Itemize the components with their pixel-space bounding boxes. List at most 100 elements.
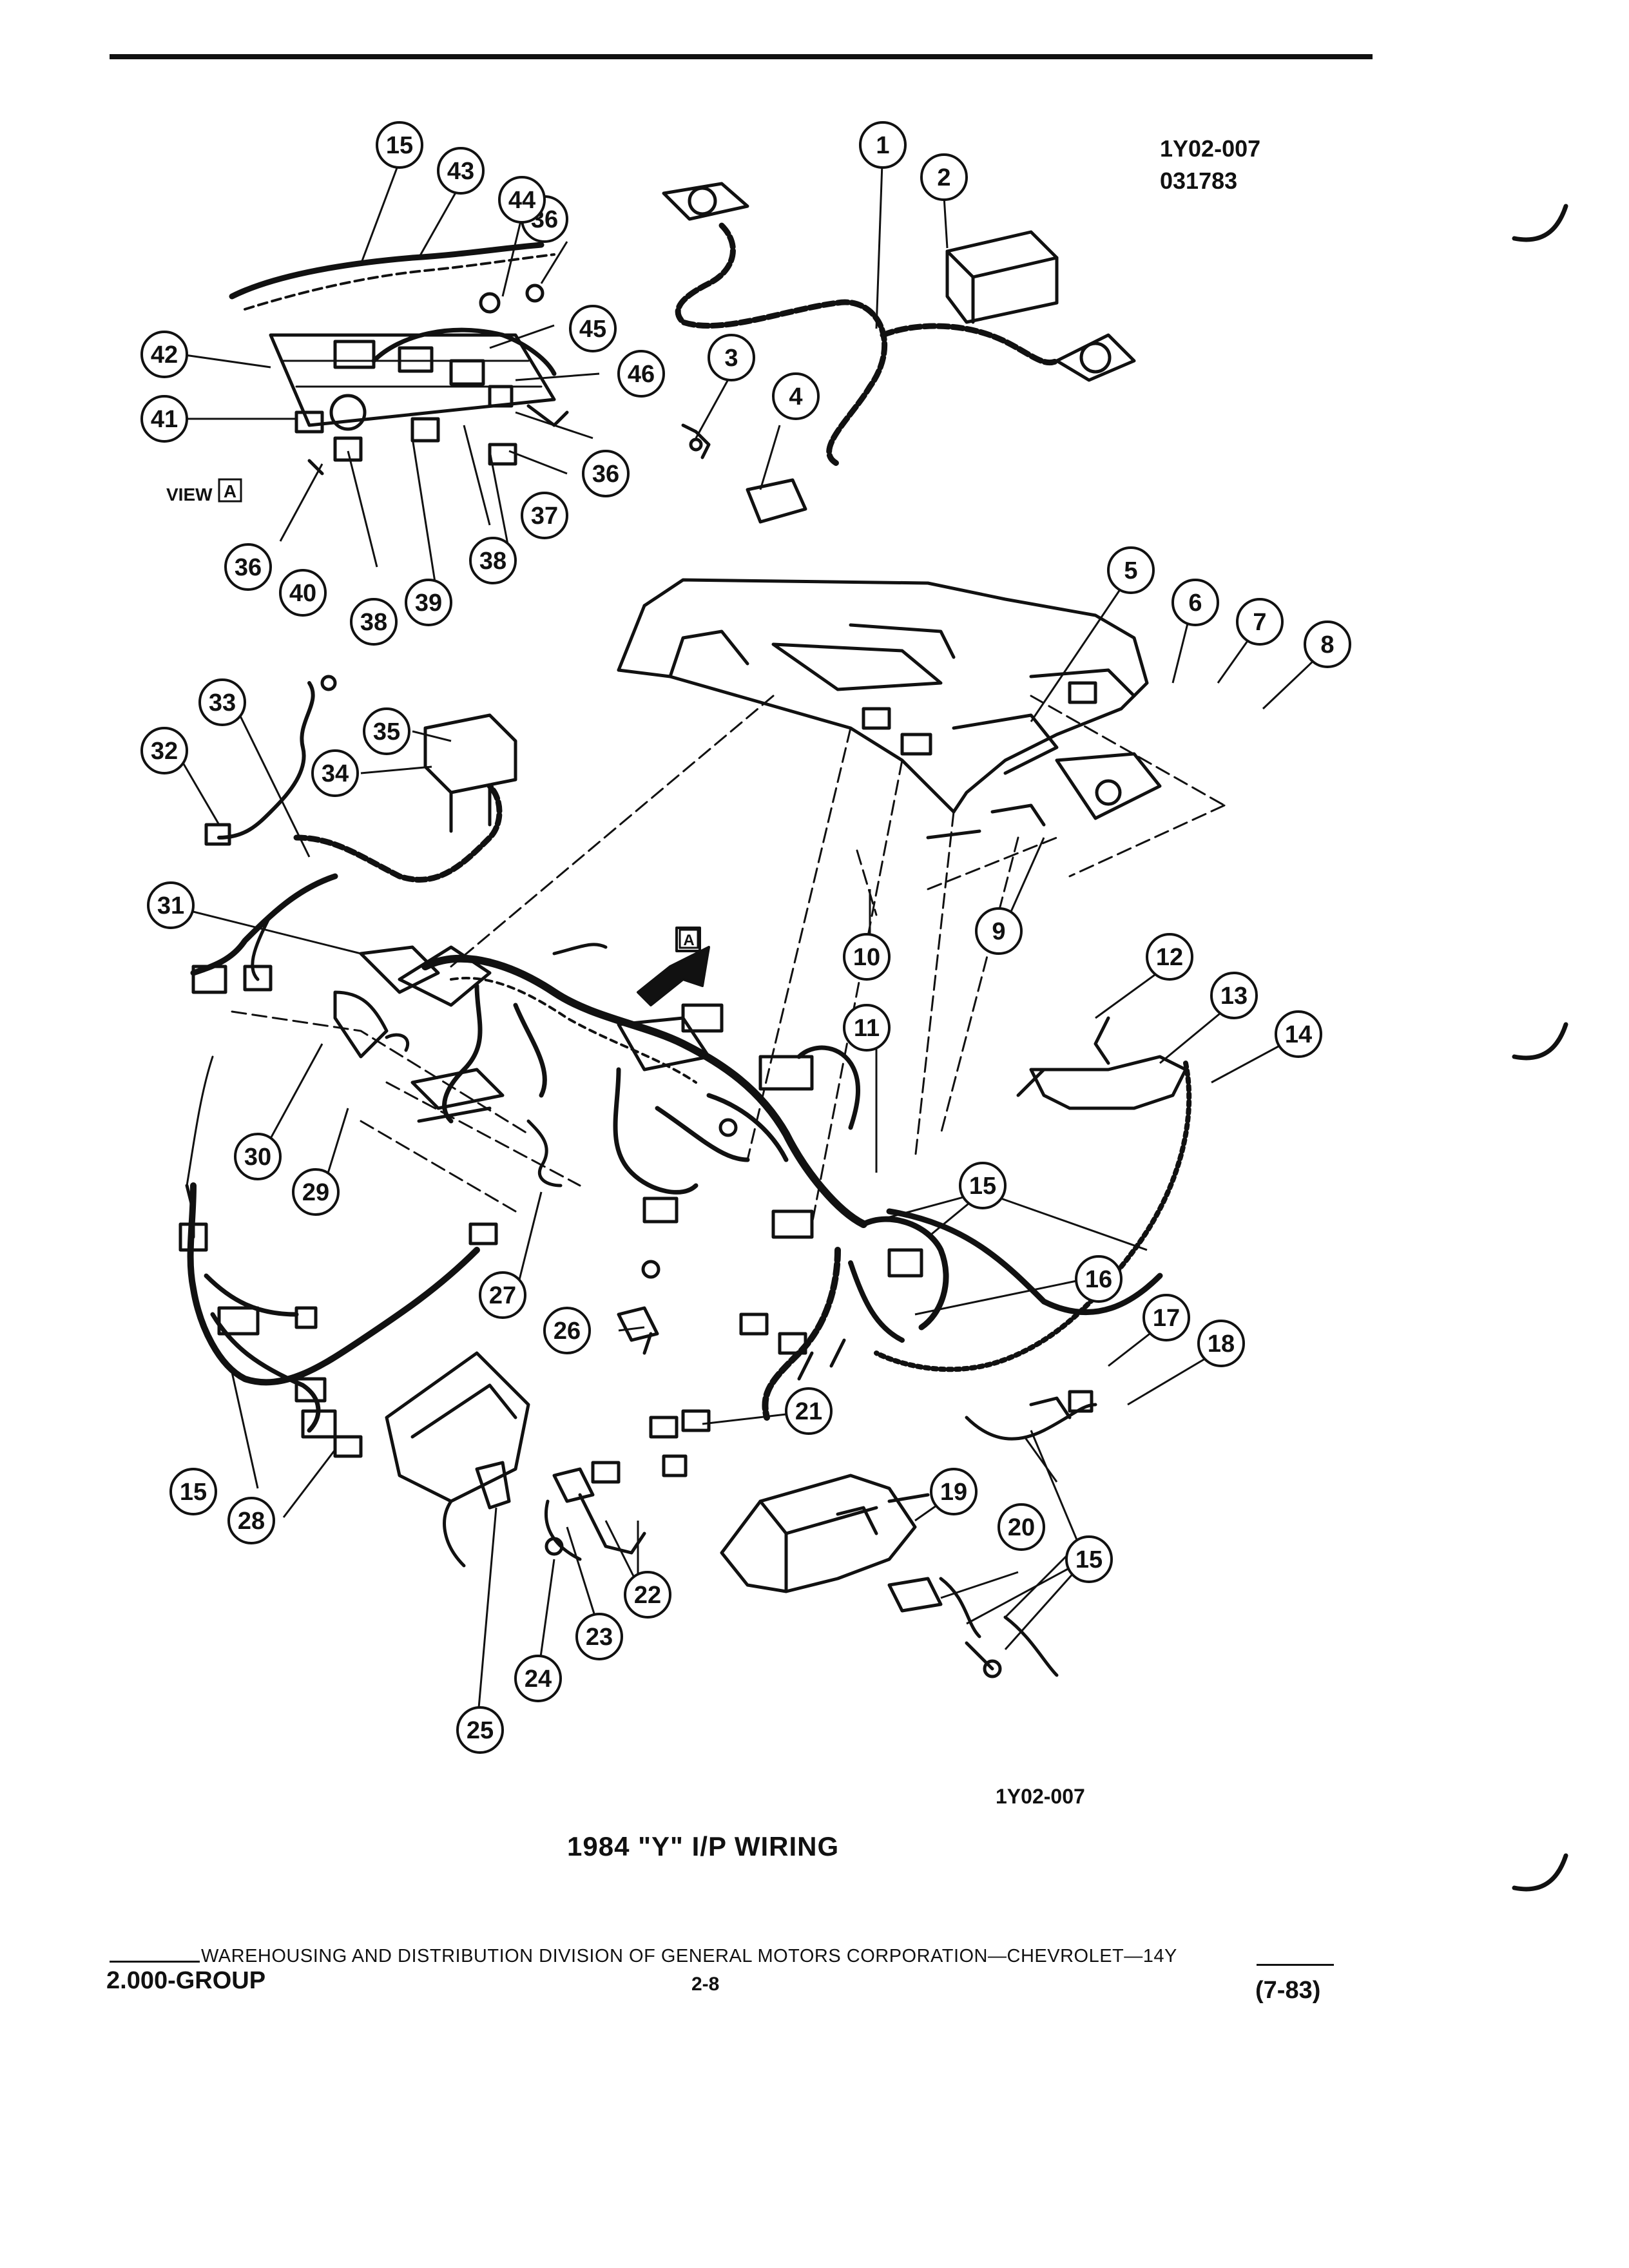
callout-30: 30 <box>234 1133 282 1180</box>
svg-text:10: 10 <box>853 944 880 971</box>
callout-28: 28 <box>227 1497 275 1544</box>
callout-45: 45 <box>569 305 617 352</box>
callout-19: 19 <box>930 1468 978 1515</box>
svg-text:23: 23 <box>586 1624 613 1651</box>
footer-rule-left <box>110 1961 200 1963</box>
svg-text:14: 14 <box>1285 1021 1312 1048</box>
diagram-title: 1984 "Y" I/P WIRING <box>567 1831 840 1861</box>
left-parts <box>190 675 563 1187</box>
callout-29: 29 <box>292 1168 340 1216</box>
svg-text:36: 36 <box>592 461 619 488</box>
svg-text:41: 41 <box>151 406 178 433</box>
svg-text:9: 9 <box>992 918 1005 945</box>
footer-division: WAREHOUSING AND DISTRIBUTION DIVISION OF… <box>201 1946 1177 1966</box>
callout-43: 43 <box>437 147 485 195</box>
svg-text:12: 12 <box>1156 944 1183 971</box>
callout-35: 35 <box>363 707 410 755</box>
callout-18: 18 <box>1197 1320 1245 1367</box>
callout-26: 26 <box>543 1307 591 1354</box>
binder-marks <box>1512 204 1568 1892</box>
callout-20: 20 <box>998 1503 1045 1551</box>
callout-32: 32 <box>140 727 188 774</box>
callout-21: 21 <box>785 1387 833 1435</box>
svg-text:22: 22 <box>634 1582 661 1609</box>
leader-lines <box>173 144 1329 1731</box>
arrow-a-letter: A <box>683 932 694 949</box>
callout-44: 44 <box>498 176 546 224</box>
callout-15-top: 15 <box>376 121 423 169</box>
svg-text:26: 26 <box>554 1318 581 1345</box>
svg-text:28: 28 <box>238 1508 265 1535</box>
svg-text:24: 24 <box>525 1666 552 1693</box>
callout-10: 10 <box>843 933 891 981</box>
callout-39: 39 <box>405 579 452 626</box>
svg-text:5: 5 <box>1124 557 1137 584</box>
svg-text:45: 45 <box>579 316 606 343</box>
callout-17: 17 <box>1142 1294 1190 1341</box>
callout-41: 41 <box>140 395 188 443</box>
callout-16: 16 <box>1075 1255 1123 1303</box>
arrow-a-label <box>679 928 699 949</box>
svg-text:2: 2 <box>937 164 950 191</box>
svg-text:4: 4 <box>789 383 802 410</box>
callout-12: 12 <box>1146 933 1193 981</box>
svg-text:39: 39 <box>415 590 442 617</box>
callout-31: 31 <box>147 881 195 929</box>
callout-27: 27 <box>479 1271 526 1319</box>
callout-37: 37 <box>521 492 568 539</box>
footer-revision: (7-83) <box>1255 1977 1321 2004</box>
svg-text:8: 8 <box>1320 631 1334 658</box>
svg-text:30: 30 <box>244 1144 271 1171</box>
callout-4: 4 <box>772 372 820 420</box>
carrier-dashed-lines <box>231 695 1226 1225</box>
svg-text:29: 29 <box>302 1179 329 1206</box>
svg-text:15: 15 <box>1075 1546 1103 1573</box>
svg-text:16: 16 <box>1085 1266 1112 1293</box>
callout-13: 13 <box>1210 972 1258 1019</box>
view-a-letter: A <box>224 481 236 501</box>
footer-rule-right <box>1257 1964 1334 1966</box>
svg-text:33: 33 <box>209 689 236 716</box>
callout-42: 42 <box>140 331 188 378</box>
svg-text:15: 15 <box>386 132 413 159</box>
callout-25: 25 <box>456 1706 504 1754</box>
svg-text:6: 6 <box>1188 590 1202 617</box>
callout-8: 8 <box>1304 620 1351 668</box>
svg-text:17: 17 <box>1153 1305 1180 1332</box>
view-a-text: VIEW <box>166 485 213 505</box>
svg-text:21: 21 <box>795 1398 822 1425</box>
callout-22: 22 <box>624 1571 671 1619</box>
bottom-drawing-id: 1Y02-007 <box>996 1785 1085 1808</box>
svg-text:15: 15 <box>180 1479 207 1506</box>
svg-text:15: 15 <box>969 1173 996 1200</box>
svg-text:44: 44 <box>508 187 535 214</box>
callout-36-c: 36 <box>224 543 272 591</box>
callout-9: 9 <box>975 907 1023 955</box>
svg-text:36: 36 <box>235 554 262 581</box>
lower-center-parts <box>385 1306 711 1568</box>
main-harness <box>398 943 1163 1421</box>
svg-text:7: 7 <box>1253 609 1266 636</box>
svg-text:32: 32 <box>151 738 178 765</box>
svg-text:11: 11 <box>854 1015 880 1042</box>
svg-text:40: 40 <box>289 580 316 607</box>
callout-5: 5 <box>1107 546 1155 594</box>
callout-3: 3 <box>708 334 755 381</box>
svg-text:13: 13 <box>1220 983 1248 1010</box>
footer-group: 2.000-GROUP <box>106 1967 266 1994</box>
callout-11: 11 <box>843 1004 891 1052</box>
callout-7: 7 <box>1236 598 1284 646</box>
svg-text:43: 43 <box>447 158 474 185</box>
svg-text:20: 20 <box>1008 1514 1035 1541</box>
svg-text:31: 31 <box>157 892 184 919</box>
callout-6: 6 <box>1171 579 1219 626</box>
callout-15-left: 15 <box>169 1468 217 1515</box>
svg-text:46: 46 <box>628 361 655 388</box>
svg-text:1: 1 <box>876 132 889 159</box>
callout-38-b: 38 <box>350 598 398 646</box>
view-a-detail <box>229 242 569 476</box>
date-code: 031783 <box>1160 168 1238 194</box>
footer-page: 2-8 <box>691 1974 720 1995</box>
